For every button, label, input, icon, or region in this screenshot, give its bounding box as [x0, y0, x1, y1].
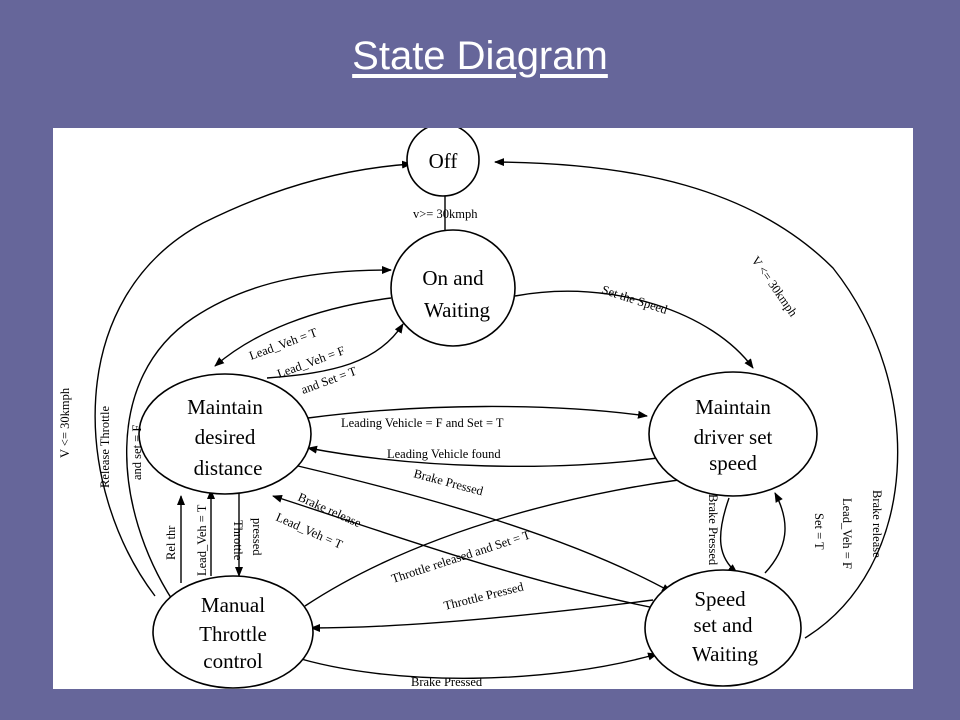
state-speed-line2: driver set: [694, 425, 773, 449]
label-release-throttle: Release Throttle: [98, 406, 112, 488]
state-diagram: Off On and Waiting Maintain desired dist…: [58, 123, 899, 689]
state-speed-line1: Maintain: [695, 395, 771, 419]
slide-title: State Diagram: [352, 34, 608, 78]
label-and-set-f: and set = F: [130, 425, 144, 480]
label-set-t-vert: Set = T: [812, 513, 826, 550]
label-brake-pressed-diag: Brake Pressed: [412, 466, 485, 498]
edge-speed-waiting-to-manual: [310, 599, 654, 632]
label-v-lt-30-left: V <= 30kmph: [58, 387, 72, 458]
label-rel-thr: Rel thr: [164, 525, 178, 560]
state-waiting-line2: set and: [694, 613, 753, 637]
state-manual-line2: Throttle: [199, 622, 267, 646]
state-off: Off: [406, 123, 480, 197]
edge-speed-waiting-to-maintain-speed: [764, 492, 786, 574]
state-manual-line3: control: [203, 649, 263, 673]
state-speed-line3: speed: [709, 451, 757, 475]
label-lead-veh-f-vert: Lead_Veh = F: [840, 498, 854, 569]
state-manual-line1: Manual: [201, 593, 265, 617]
label-leading-found: Leading Vehicle found: [387, 447, 501, 461]
edge-on-to-maintain-distance: [214, 297, 392, 367]
edge-manual-to-on: [126, 266, 392, 602]
state-off-label: Off: [429, 149, 458, 173]
edge-manual-to-off: [94, 160, 412, 597]
state-manual-throttle-control: Manual Throttle control: [152, 575, 314, 689]
state-on-line1: On and: [422, 266, 484, 290]
edge-manual-to-speed-waiting: [290, 652, 658, 679]
state-maintain-desired-distance: Maintain desired distance: [138, 373, 312, 495]
edge-speed-waiting-to-distance: [272, 494, 666, 611]
label-throttle: Throttle: [231, 520, 245, 561]
label-v-lt-30-right: V <= 30kmph: [749, 254, 801, 320]
label-lead-veh-t-vert: Lead_Veh = T: [195, 504, 209, 576]
transitions: [94, 158, 899, 679]
state-diagram-panel: Off On and Waiting Maintain desired dist…: [53, 123, 913, 689]
edge-manual-to-maintain-speed: [304, 472, 714, 607]
state-on-and-waiting: On and Waiting: [390, 229, 516, 347]
label-off-to-on: v>= 30kmph: [413, 207, 478, 221]
edge-maintain-speed-to-speed-waiting: [719, 497, 738, 574]
edge-speed-to-distance: [307, 445, 674, 467]
label-brake-release-vert: Brake release: [870, 490, 884, 558]
state-speed-set-and-waiting: Speed set and Waiting: [644, 569, 802, 687]
label-leading-f-set-t: Leading Vehicle = F and Set = T: [341, 416, 504, 430]
edge-on-to-maintain-speed: [514, 290, 754, 369]
state-distance-line2: desired: [195, 425, 256, 449]
label-set-speed: Set the Speed: [600, 283, 670, 318]
label-brake-pressed-vert: Brake Pressed: [706, 494, 720, 566]
state-maintain-driver-set-speed: Maintain driver set speed: [648, 371, 818, 497]
edge-maintain-distance-to-on: [266, 323, 404, 379]
edge-distance-to-speed: [307, 405, 648, 419]
edge-distance-to-speed-waiting-brake: [297, 465, 672, 593]
state-waiting-line3: Waiting: [692, 642, 758, 666]
label-pressed: pressed: [250, 518, 264, 556]
label-throttle-released-set: Throttle released and Set = T: [390, 528, 533, 586]
state-distance-line1: Maintain: [187, 395, 263, 419]
edge-speed-waiting-to-off: [494, 158, 899, 639]
label-brake-pressed-bottom: Brake Pressed: [411, 675, 483, 689]
label-throttle-pressed: Throttle Pressed: [442, 579, 525, 613]
state-distance-line3: distance: [194, 456, 263, 480]
state-on-line2: Waiting: [424, 298, 490, 322]
state-waiting-line1: Speed: [694, 587, 746, 611]
